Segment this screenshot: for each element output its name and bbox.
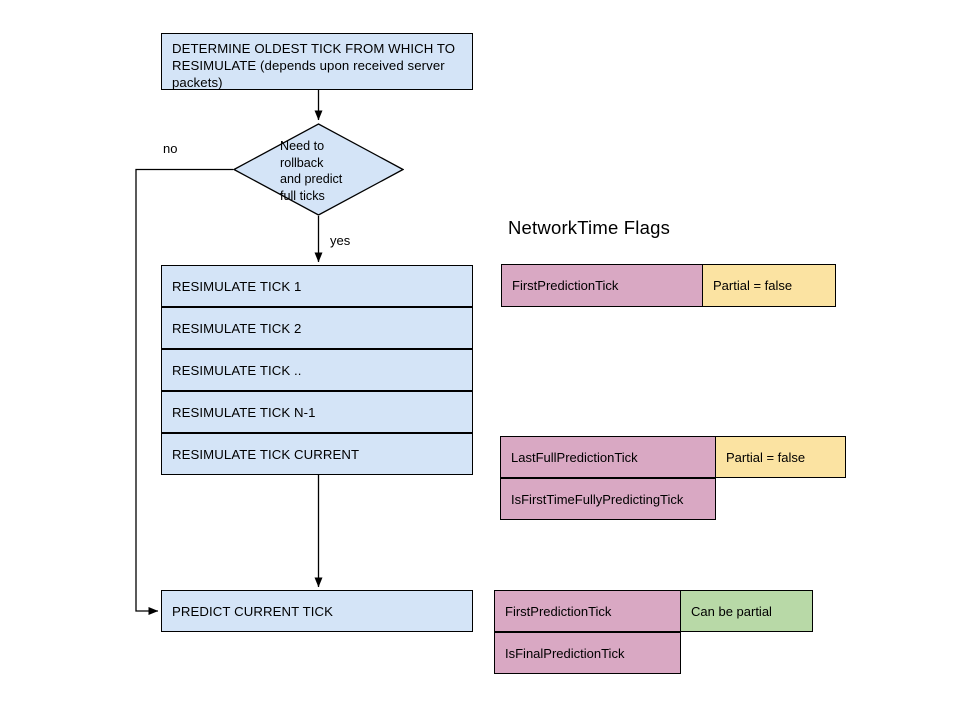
flag-is-final-prediction-tick[interactable]: IsFinalPredictionTick: [494, 632, 681, 674]
decision-label: Need to rollback and predict full ticks: [280, 139, 343, 203]
note-partial-false-middle[interactable]: Partial = false: [715, 436, 846, 478]
flag-first-prediction-tick-bottom[interactable]: FirstPredictionTick: [494, 590, 681, 632]
note-can-be-partial[interactable]: Can be partial: [680, 590, 813, 632]
process-determine-oldest-tick[interactable]: DETERMINE OLDEST TICK FROM WHICH TO RESI…: [161, 33, 473, 90]
flag-is-final-prediction-tick-label: IsFinalPredictionTick: [505, 645, 625, 661]
process-resimulate-tick-ellipsis[interactable]: RESIMULATE TICK ..: [161, 349, 473, 391]
process-resimulate-tick-current[interactable]: RESIMULATE TICK CURRENT: [161, 433, 473, 475]
decision-shape: [233, 123, 404, 216]
decision-need-rollback[interactable]: Need to rollback and predict full ticks: [233, 123, 404, 216]
flag-first-prediction-tick-label: FirstPredictionTick: [512, 278, 619, 293]
flag-first-prediction-tick[interactable]: FirstPredictionTick: [501, 264, 703, 307]
process-resimulate-tick-n-minus-1-label: RESIMULATE TICK N-1: [172, 404, 316, 420]
process-resimulate-tick-current-label: RESIMULATE TICK CURRENT: [172, 446, 360, 462]
process-resimulate-tick-n-minus-1[interactable]: RESIMULATE TICK N-1: [161, 391, 473, 433]
edge-label-yes: yes: [330, 233, 351, 248]
process-resimulate-tick-1[interactable]: RESIMULATE TICK 1: [161, 265, 473, 307]
note-partial-false-middle-label: Partial = false: [726, 449, 806, 465]
process-predict-current-tick-label: PREDICT CURRENT TICK: [172, 603, 334, 619]
flag-last-full-prediction-tick-label: LastFullPredictionTick: [511, 449, 638, 465]
flag-last-full-prediction-tick[interactable]: LastFullPredictionTick: [500, 436, 716, 478]
edge-label-no: no: [163, 141, 178, 156]
note-partial-false-top[interactable]: Partial = false: [702, 264, 836, 307]
networktime-flags-title: NetworkTime Flags: [508, 217, 671, 238]
process-resimulate-tick-2-label: RESIMULATE TICK 2: [172, 320, 302, 336]
note-can-be-partial-label: Can be partial: [691, 603, 772, 619]
note-partial-false-top-label: Partial = false: [713, 278, 793, 293]
process-determine-label: DETERMINE OLDEST TICK FROM WHICH TO RESI…: [172, 41, 456, 90]
flag-is-first-time-fully-predicting-tick-label: IsFirstTimeFullyPredictingTick: [511, 491, 684, 507]
flag-is-first-time-fully-predicting-tick[interactable]: IsFirstTimeFullyPredictingTick: [500, 478, 716, 520]
process-resimulate-tick-1-label: RESIMULATE TICK 1: [172, 278, 302, 294]
process-resimulate-tick-2[interactable]: RESIMULATE TICK 2: [161, 307, 473, 349]
flag-first-prediction-tick-bottom-label: FirstPredictionTick: [505, 603, 612, 619]
process-predict-current-tick[interactable]: PREDICT CURRENT TICK: [161, 590, 473, 632]
process-resimulate-tick-ellipsis-label: RESIMULATE TICK ..: [172, 362, 302, 378]
